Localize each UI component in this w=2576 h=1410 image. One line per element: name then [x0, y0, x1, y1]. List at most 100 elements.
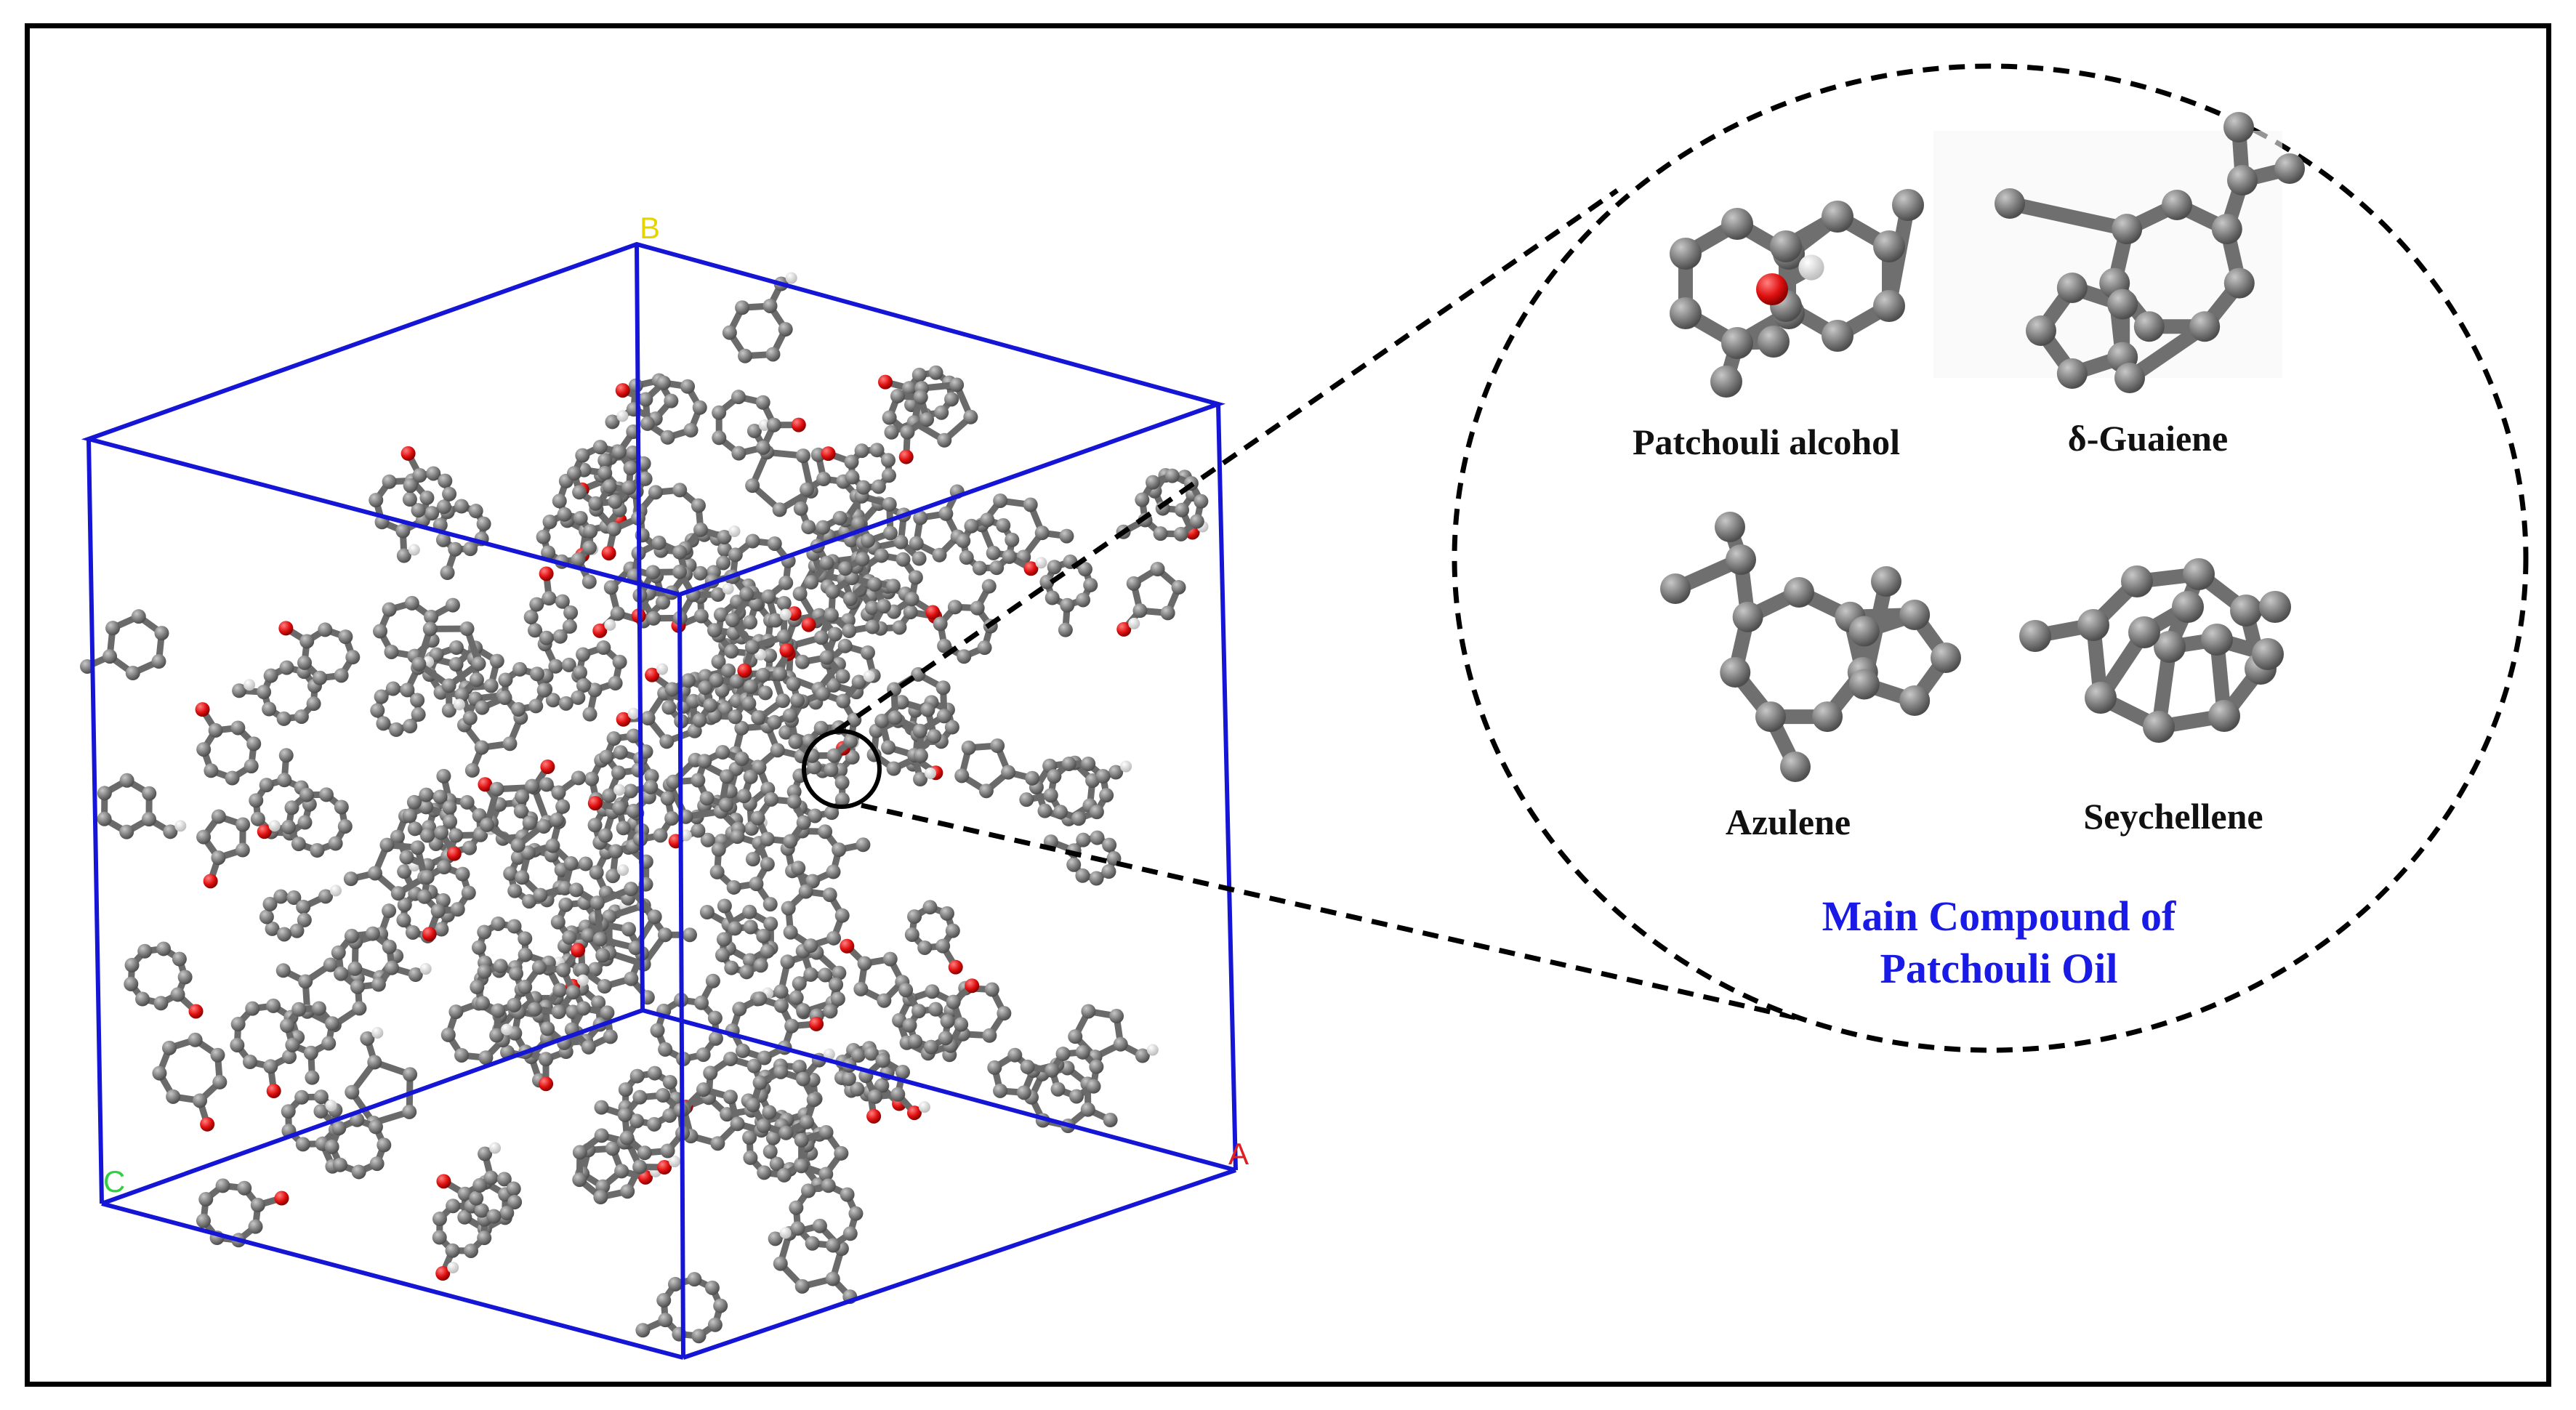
atom — [555, 594, 570, 609]
atom — [1710, 366, 1742, 398]
atom — [845, 749, 860, 765]
atom — [760, 831, 775, 847]
atom — [410, 693, 425, 708]
atom — [382, 903, 397, 919]
atom — [595, 948, 611, 963]
atom — [1007, 1047, 1023, 1063]
atom — [515, 870, 530, 885]
atom — [462, 840, 478, 855]
atom — [1755, 701, 1786, 733]
atom — [768, 613, 783, 628]
atom — [429, 647, 444, 662]
atom — [576, 974, 589, 986]
atom — [1099, 788, 1114, 803]
molecule — [518, 943, 586, 1020]
atom — [712, 430, 727, 446]
molecule — [196, 1178, 289, 1248]
atom — [919, 412, 935, 427]
molecule — [195, 702, 262, 786]
atom — [441, 703, 456, 718]
atom — [522, 815, 537, 831]
atom — [141, 812, 156, 827]
atom — [977, 640, 992, 656]
atom — [463, 541, 478, 557]
atom — [632, 1089, 648, 1105]
atom — [571, 552, 586, 568]
atom — [911, 551, 927, 566]
atom — [565, 985, 581, 1000]
atom — [776, 693, 791, 709]
atom — [638, 392, 653, 407]
atom — [471, 940, 486, 955]
atom — [745, 478, 760, 494]
atom — [259, 778, 274, 793]
atom — [760, 943, 775, 959]
atom — [1043, 788, 1058, 803]
molecule — [712, 390, 806, 461]
atom — [778, 725, 794, 740]
atom — [403, 719, 418, 734]
atom — [382, 602, 397, 617]
atom — [345, 1084, 360, 1100]
atom — [124, 976, 139, 991]
atom — [367, 866, 382, 881]
atom — [2183, 558, 2215, 590]
atom — [581, 928, 596, 943]
atom — [762, 648, 778, 664]
atom — [904, 927, 919, 942]
atom — [898, 449, 914, 464]
atom — [716, 555, 731, 571]
compound-label-patchouli-alcohol: Patchouli alcohol — [1633, 422, 1900, 462]
atom — [571, 943, 586, 958]
atom — [608, 675, 623, 690]
atom — [704, 1280, 720, 1295]
atom — [2230, 595, 2262, 627]
molecule — [515, 814, 579, 903]
atom — [721, 663, 736, 678]
atom — [819, 555, 834, 571]
atom — [913, 771, 928, 786]
atom — [445, 1243, 460, 1258]
atom — [760, 857, 775, 872]
atom — [851, 674, 866, 690]
atom — [404, 595, 419, 611]
atom — [419, 828, 435, 843]
atom — [419, 799, 434, 815]
compound-label-guaiene: δ-Guaiene — [2068, 418, 2228, 459]
atom — [1758, 326, 1790, 358]
atom — [594, 1128, 609, 1143]
atom — [125, 666, 140, 681]
atom — [755, 395, 770, 410]
atom — [295, 1137, 310, 1152]
atom — [298, 974, 313, 989]
molecule — [411, 621, 486, 718]
atom — [592, 440, 608, 455]
atom — [454, 1047, 470, 1063]
atom — [605, 869, 621, 884]
atom — [313, 1089, 329, 1105]
atom — [581, 574, 597, 589]
atom — [913, 390, 928, 405]
atom — [757, 1050, 772, 1065]
atom — [900, 424, 915, 440]
atom — [397, 897, 412, 912]
atom — [842, 592, 858, 607]
atom — [911, 1004, 927, 1019]
atom — [1150, 562, 1165, 577]
atom — [389, 722, 404, 737]
atom — [1848, 616, 1880, 647]
atom — [925, 605, 941, 620]
atom — [592, 623, 608, 638]
atom — [773, 984, 789, 999]
atom — [715, 745, 730, 760]
atom — [680, 673, 696, 688]
atom — [801, 520, 816, 535]
atom — [993, 493, 1008, 508]
atom — [483, 1170, 499, 1185]
atom — [882, 496, 897, 512]
atom — [648, 485, 663, 500]
atom — [637, 471, 653, 486]
atom — [887, 710, 903, 725]
atom — [692, 713, 707, 728]
atom — [783, 924, 798, 940]
